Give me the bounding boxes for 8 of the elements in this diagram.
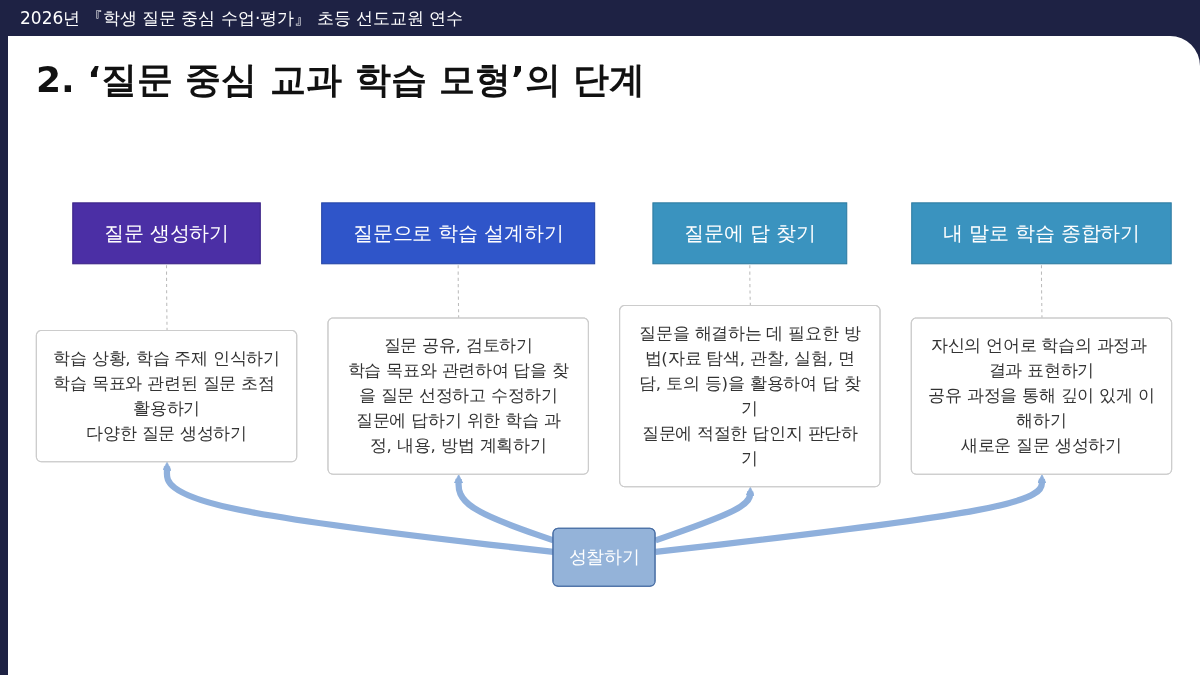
node-box: 질문에 답 찾기 (652, 202, 848, 265)
node-box: 내 말로 학습 종합하기 (911, 202, 1172, 265)
node-box: 질문 생성하기 (72, 202, 261, 265)
connector (166, 263, 168, 332)
slide-title: 2. ‘질문 중심 교과 학습 모형’의 단계 (36, 58, 646, 102)
node-box: 질문으로 학습 설계하기 (321, 202, 596, 265)
header-text: 2026년 『학생 질문 중심 수업·평가』 초등 선도교원 연수 (20, 8, 464, 28)
arrow (655, 474, 1047, 556)
